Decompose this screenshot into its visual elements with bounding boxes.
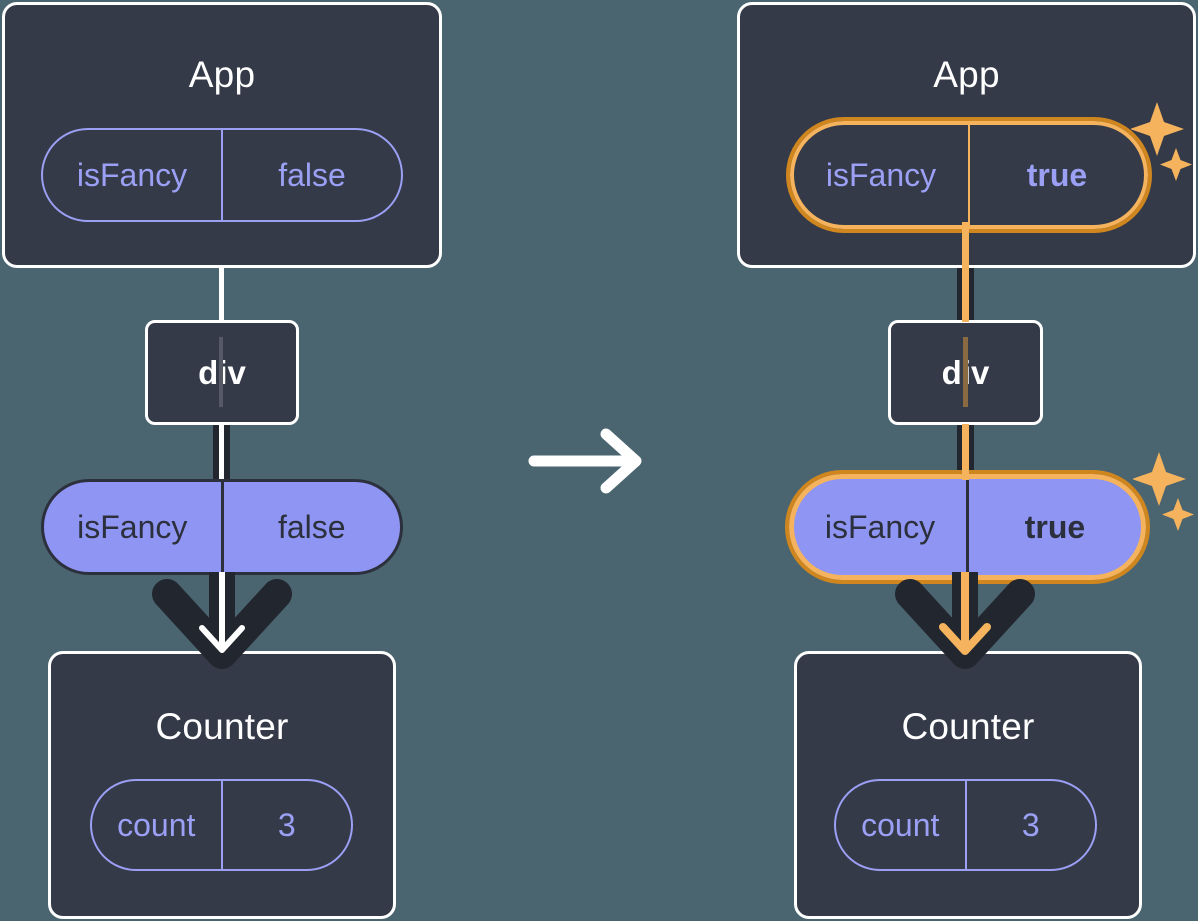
pill-key-label: count: [117, 806, 196, 843]
connector-div-to-props-core-after: [962, 424, 969, 480]
pill-value-label: false: [220, 482, 401, 572]
pill-key-label: isFancy: [825, 156, 937, 193]
pill-key-label: isFancy: [76, 156, 188, 193]
pill-value-label: 3: [964, 781, 1096, 869]
component-title-counter-before: Counter: [155, 706, 289, 747]
sparkle-icon-app-after: [1131, 102, 1192, 181]
state-pill-count-counter-before: count 3: [90, 779, 353, 871]
props-pill-isfancy-before: isFancy false: [41, 479, 403, 575]
connector-div-to-props-core-before: [219, 424, 224, 480]
component-title-app-after: App: [933, 54, 1000, 95]
pill-value-label: false: [221, 130, 401, 220]
connector-through-div-before: [219, 337, 223, 407]
pill-value-label: true: [968, 125, 1144, 225]
component-title-counter-after: Counter: [901, 706, 1035, 747]
state-pill-count-counter-after: count 3: [834, 779, 1097, 871]
state-pill-isfancy-app-before: isFancy false: [41, 128, 403, 222]
arrow-props-to-counter-before: [152, 572, 292, 669]
state-pill-isfancy-app-after: isFancy true: [786, 117, 1152, 233]
pill-key-label: count: [861, 806, 940, 843]
arrow-props-to-counter-after: [895, 572, 1035, 669]
sparkle-icon-props-after: [1133, 452, 1194, 531]
props-pill-isfancy-after: isFancy true: [785, 470, 1150, 584]
pill-key-label: isFancy: [824, 508, 936, 545]
pill-key-label: isFancy: [77, 508, 188, 545]
pill-value-label: true: [966, 479, 1141, 575]
component-title-app-before: App: [188, 54, 256, 95]
transition-right-arrow-icon: [528, 428, 642, 494]
connector-through-div-after: [963, 337, 968, 407]
connector-app-to-div-core-after: [962, 222, 969, 322]
pill-value-label: 3: [220, 781, 352, 869]
connector-app-to-div-before: [219, 265, 224, 320]
